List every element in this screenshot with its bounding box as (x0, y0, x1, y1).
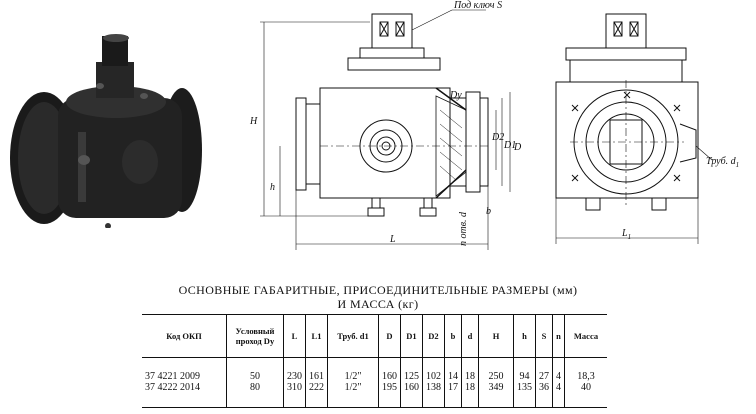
table-row: 37 4221 2009 50 230 161 1/2" 160 125 102… (142, 357, 607, 382)
header-L1: L1 (305, 314, 328, 358)
header-dy: Условный проход Dy (226, 314, 284, 358)
cell-L1: 222 (305, 382, 328, 408)
wrench-label: Под ключ S (453, 0, 502, 11)
dim-L1-label: L1 (621, 228, 631, 241)
cell-D1: 125 (400, 357, 423, 382)
table-header-row: Код ОКП Условный проход Dy L L1 Труб. d1… (142, 314, 607, 358)
header-L: L (283, 314, 306, 358)
front-dimensions (260, 9, 511, 250)
header-S: S (535, 314, 553, 358)
cell-D2: 102 (422, 357, 445, 382)
header-H: H (478, 314, 514, 358)
dim-h-label: h (270, 182, 275, 193)
cell-dy: 80 (226, 382, 284, 408)
cell-D: 195 (378, 382, 401, 408)
header-mass: Масса (564, 314, 607, 358)
cell-S: 27 (535, 357, 553, 382)
cell-n: 4 (552, 357, 565, 382)
cell-H: 349 (478, 382, 514, 408)
cell-n: 4 (552, 382, 565, 408)
side-view (555, 13, 699, 211)
header-b: b (444, 314, 462, 358)
dim-D-label: D (513, 142, 522, 153)
cell-h: 94 (513, 357, 536, 382)
table-caption-line1: ОСНОВНЫЕ ГАБАРИТНЫЕ, ПРИСОЕДИНИТЕЛЬНЫЕ Р… (178, 283, 578, 297)
technical-drawing: Под ключ S H h L Dy D2 D1 D b n отв. d (249, 0, 739, 250)
header-d: d (461, 314, 479, 358)
cell-b: 17 (444, 382, 462, 408)
dim-H-label: H (249, 116, 258, 127)
cell-mass: 18,3 (564, 357, 607, 382)
dim-Dy-label: Dy (449, 90, 462, 101)
cell-L: 310 (283, 382, 306, 408)
header-okp: Код ОКП (142, 314, 227, 358)
cell-L1: 161 (305, 357, 328, 382)
dim-D1-label: D1 (503, 140, 516, 151)
cell-dy: 50 (226, 357, 284, 382)
dim-holes-label: n отв. d (458, 211, 469, 246)
header-D: D (378, 314, 401, 358)
cell-h: 135 (513, 382, 536, 408)
header-D2: D2 (422, 314, 445, 358)
cell-S: 36 (535, 382, 553, 408)
valve-photo (10, 34, 202, 228)
cell-D2: 138 (422, 382, 445, 408)
header-h: h (513, 314, 536, 358)
pipe-label: Труб. d1 (706, 156, 739, 169)
cell-d: 18 (461, 357, 479, 382)
cell-b: 14 (444, 357, 462, 382)
cell-pipe: 1/2" (327, 357, 379, 382)
table-row: 37 4222 2014 80 310 222 1/2" 195 160 138… (142, 382, 607, 408)
cell-pipe: 1/2" (327, 382, 379, 408)
cell-okp: 37 4221 2009 (145, 371, 200, 382)
cell-D: 160 (378, 357, 401, 382)
header-D1: D1 (400, 314, 423, 358)
front-view (295, 13, 490, 217)
header-pipe: Труб. d1 (327, 314, 379, 358)
table-caption-line2: И МАССА (кг) (337, 297, 419, 311)
cell-L: 230 (283, 357, 306, 382)
cell-okp: 37 4222 2014 (142, 382, 227, 408)
dim-b-label: b (486, 206, 491, 217)
cell-D1: 160 (400, 382, 423, 408)
cell-d: 18 (461, 382, 479, 408)
dim-D2-label: D2 (491, 132, 504, 143)
cell-mass: 40 (564, 382, 607, 408)
dim-L-label: L (389, 234, 396, 245)
cell-H: 250 (478, 357, 514, 382)
dimensions-table: Код ОКП Условный проход Dy L L1 Труб. d1… (142, 314, 607, 408)
header-n: n (552, 314, 565, 358)
